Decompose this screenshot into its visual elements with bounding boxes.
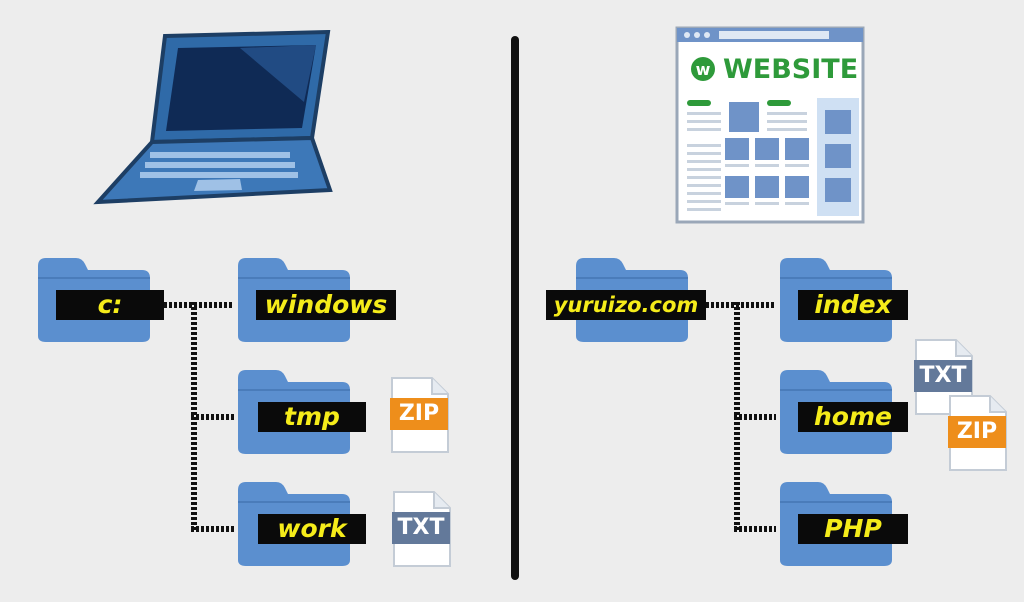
folder-label-index: index xyxy=(798,290,908,320)
file-type-label: ZIP xyxy=(390,398,448,430)
file-type-label: TXT xyxy=(392,512,450,544)
tree-connector xyxy=(191,526,234,532)
website-title: WEBSITE xyxy=(723,54,858,85)
zip-file-icon: ZIP xyxy=(390,376,450,454)
website-icon: w WEBSITE xyxy=(675,26,865,224)
folder-label-root-right: yuruizo.com xyxy=(546,290,706,320)
txt-file-icon: TXT xyxy=(392,490,452,568)
folder-label-tmp: tmp xyxy=(258,402,366,432)
folder-label-windows: windows xyxy=(256,290,396,320)
tree-connector xyxy=(734,526,776,532)
tree-connector xyxy=(734,414,776,420)
tree-connector xyxy=(164,302,234,308)
tree-connector xyxy=(706,302,776,308)
website-logo-letter: w xyxy=(696,60,711,79)
divider-line xyxy=(511,36,519,580)
folder-label-root-left: c: xyxy=(56,290,164,320)
tree-connector xyxy=(191,414,234,420)
folder-label-home: home xyxy=(798,402,908,432)
laptop-icon xyxy=(93,30,333,205)
file-type-label: ZIP xyxy=(948,416,1006,448)
file-type-label: TXT xyxy=(914,360,972,392)
folder-label-php: PHP xyxy=(798,514,908,544)
zip-file-icon: ZIP xyxy=(948,394,1008,472)
folder-label-work: work xyxy=(258,514,366,544)
